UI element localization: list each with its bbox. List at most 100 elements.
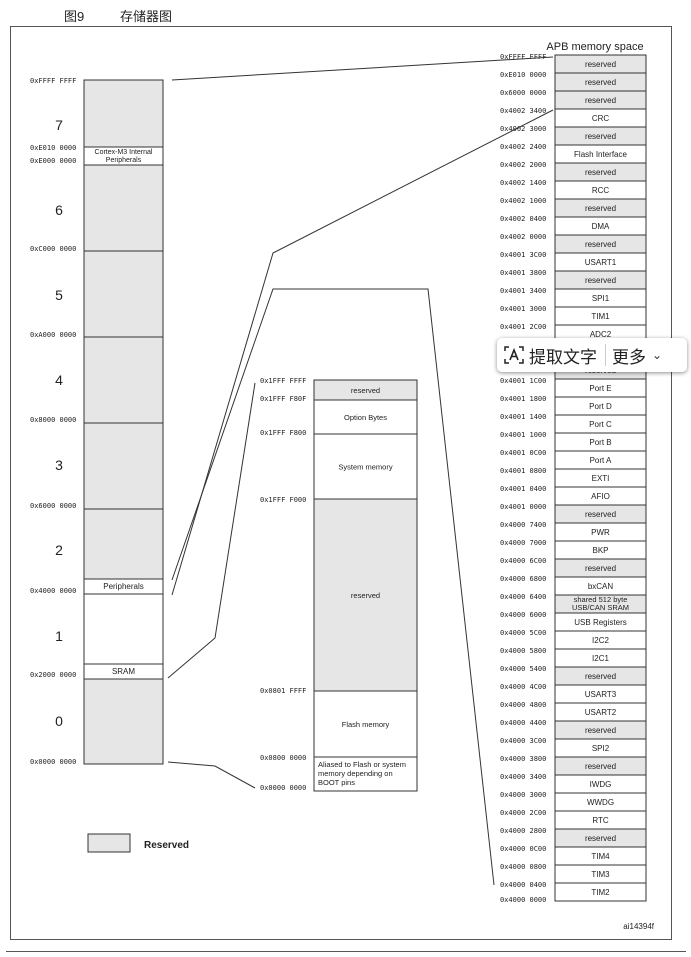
text-recognize-icon	[503, 344, 525, 366]
apb-label: TIM2	[591, 888, 610, 897]
overall-address: 0x8000 0000	[30, 416, 76, 424]
block-number: 0	[55, 713, 63, 729]
code-block	[313, 756, 418, 792]
apb-address: 0x4000 0C00	[500, 845, 546, 853]
apb-label: reserved	[585, 168, 616, 177]
overall-address: 0xC000 0000	[30, 245, 76, 253]
code-address: 0x1FFF F80F	[260, 395, 306, 403]
apb-address: 0x4001 3400	[500, 287, 546, 295]
apb-label: BKP	[592, 546, 608, 555]
code-block-label: reserved	[351, 591, 380, 600]
apb-label: IWDG	[590, 780, 612, 789]
connector-line	[167, 382, 256, 679]
apb-label: USART3	[585, 690, 617, 699]
legend-swatch	[87, 833, 131, 853]
apb-label: AFIO	[591, 492, 610, 501]
code-block	[313, 690, 418, 758]
apb-label: reserved	[585, 78, 616, 87]
apb-address: 0x4000 0000	[500, 896, 546, 904]
block-number: 1	[55, 628, 63, 644]
apb-label: EXTI	[592, 474, 610, 483]
apb-address: 0x4000 2800	[500, 827, 546, 835]
apb-label: reserved	[585, 672, 616, 681]
apb-address: 0x4002 0000	[500, 233, 546, 241]
apb-label: Flash Interface	[574, 150, 627, 159]
code-block-label: memory depending on	[318, 769, 393, 778]
cortex-label: Cortex-M3 Internal	[95, 149, 153, 156]
block-number: 3	[55, 457, 63, 473]
apb-address: 0x4001 0C00	[500, 449, 546, 457]
overall-address: 0xE010 0000	[30, 144, 76, 152]
code-block	[313, 498, 418, 692]
apb-label: RTC	[592, 816, 609, 825]
apb-address: 0x4000 6800	[500, 575, 546, 583]
apb-label: USART1	[585, 258, 617, 267]
code-block	[313, 433, 418, 500]
sram-label: SRAM	[112, 667, 135, 676]
apb-address: 0x4000 7400	[500, 521, 546, 529]
apb-address: 0xFFFF FFFF	[500, 53, 546, 61]
block-number: 4	[55, 372, 63, 388]
apb-address: 0x4002 1000	[500, 197, 546, 205]
block-number: 2	[55, 542, 63, 558]
apb-label: reserved	[585, 510, 616, 519]
block-number: 6	[55, 202, 63, 218]
apb-address: 0xE010 0000	[500, 71, 546, 79]
extract-text-button[interactable]: 提取文字	[529, 347, 597, 368]
code-block-label: BOOT pins	[318, 778, 355, 787]
apb-address: 0x4000 4800	[500, 701, 546, 709]
code-address: 0x0800 0000	[260, 754, 306, 762]
apb-label: Port A	[590, 456, 612, 465]
apb-address: 0x4000 4C00	[500, 683, 546, 691]
code-address: 0x0000 0000	[260, 784, 306, 792]
apb-label: PWR	[591, 528, 610, 537]
apb-label: TIM4	[591, 852, 610, 861]
apb-label: reserved	[585, 834, 616, 843]
peripherals-block	[83, 578, 164, 595]
connector-line	[171, 56, 554, 81]
apb-title: APB memory space	[546, 41, 643, 53]
apb-address: 0x4001 0800	[500, 467, 546, 475]
apb-label: reserved	[585, 276, 616, 285]
apb-label: CRC	[592, 114, 610, 123]
chevron-down-icon[interactable]: ⌄	[652, 348, 663, 362]
more-button[interactable]: 更多	[612, 347, 646, 368]
sram-block	[83, 663, 164, 680]
apb-label: ADC2	[590, 330, 612, 339]
apb-address: 0x4000 6C00	[500, 557, 546, 565]
peripherals-label: Peripherals	[103, 582, 143, 591]
overall-address: 0xA000 0000	[30, 331, 76, 339]
apb-label: USART2	[585, 708, 617, 717]
apb-address: 0x4002 3000	[500, 125, 546, 133]
connector-line	[171, 109, 554, 596]
apb-label: reserved	[585, 96, 616, 105]
figure-frame	[10, 26, 672, 940]
overall-address: 0x0000 0000	[30, 758, 76, 766]
apb-address: 0x4001 3C00	[500, 251, 546, 259]
apb-address: 0x6000 0000	[500, 89, 546, 97]
apb-address: 0x4000 0400	[500, 881, 546, 889]
code-block-label: Flash memory	[342, 720, 390, 729]
apb-address: 0x4001 2C00	[500, 323, 546, 331]
apb-address: 0x4000 3400	[500, 773, 546, 781]
apb-label: SPI1	[592, 294, 610, 303]
overall-address: 0x2000 0000	[30, 671, 76, 679]
connector-line	[167, 761, 256, 789]
apb-label: SPI2	[592, 744, 610, 753]
apb-address: 0x4000 3000	[500, 791, 546, 799]
apb-label: reserved	[585, 204, 616, 213]
apb-label: reserved	[585, 564, 616, 573]
apb-address: 0x4002 1400	[500, 179, 546, 187]
apb-address: 0x4001 3800	[500, 269, 546, 277]
apb-label: USB Registers	[574, 618, 626, 627]
apb-address: 0x4000 7000	[500, 539, 546, 547]
block-number: 7	[55, 117, 63, 133]
text-extract-popup[interactable]: 提取文字 更多 ⌄	[497, 338, 687, 372]
apb-label: WWDG	[587, 798, 614, 807]
apb-address: 0x4000 5C00	[500, 629, 546, 637]
code-address: 0x1FFF F800	[260, 429, 306, 437]
overall-address: 0x6000 0000	[30, 502, 76, 510]
popup-separator	[605, 344, 606, 366]
apb-label: reserved	[585, 60, 616, 69]
apb-label: DMA	[592, 222, 610, 231]
